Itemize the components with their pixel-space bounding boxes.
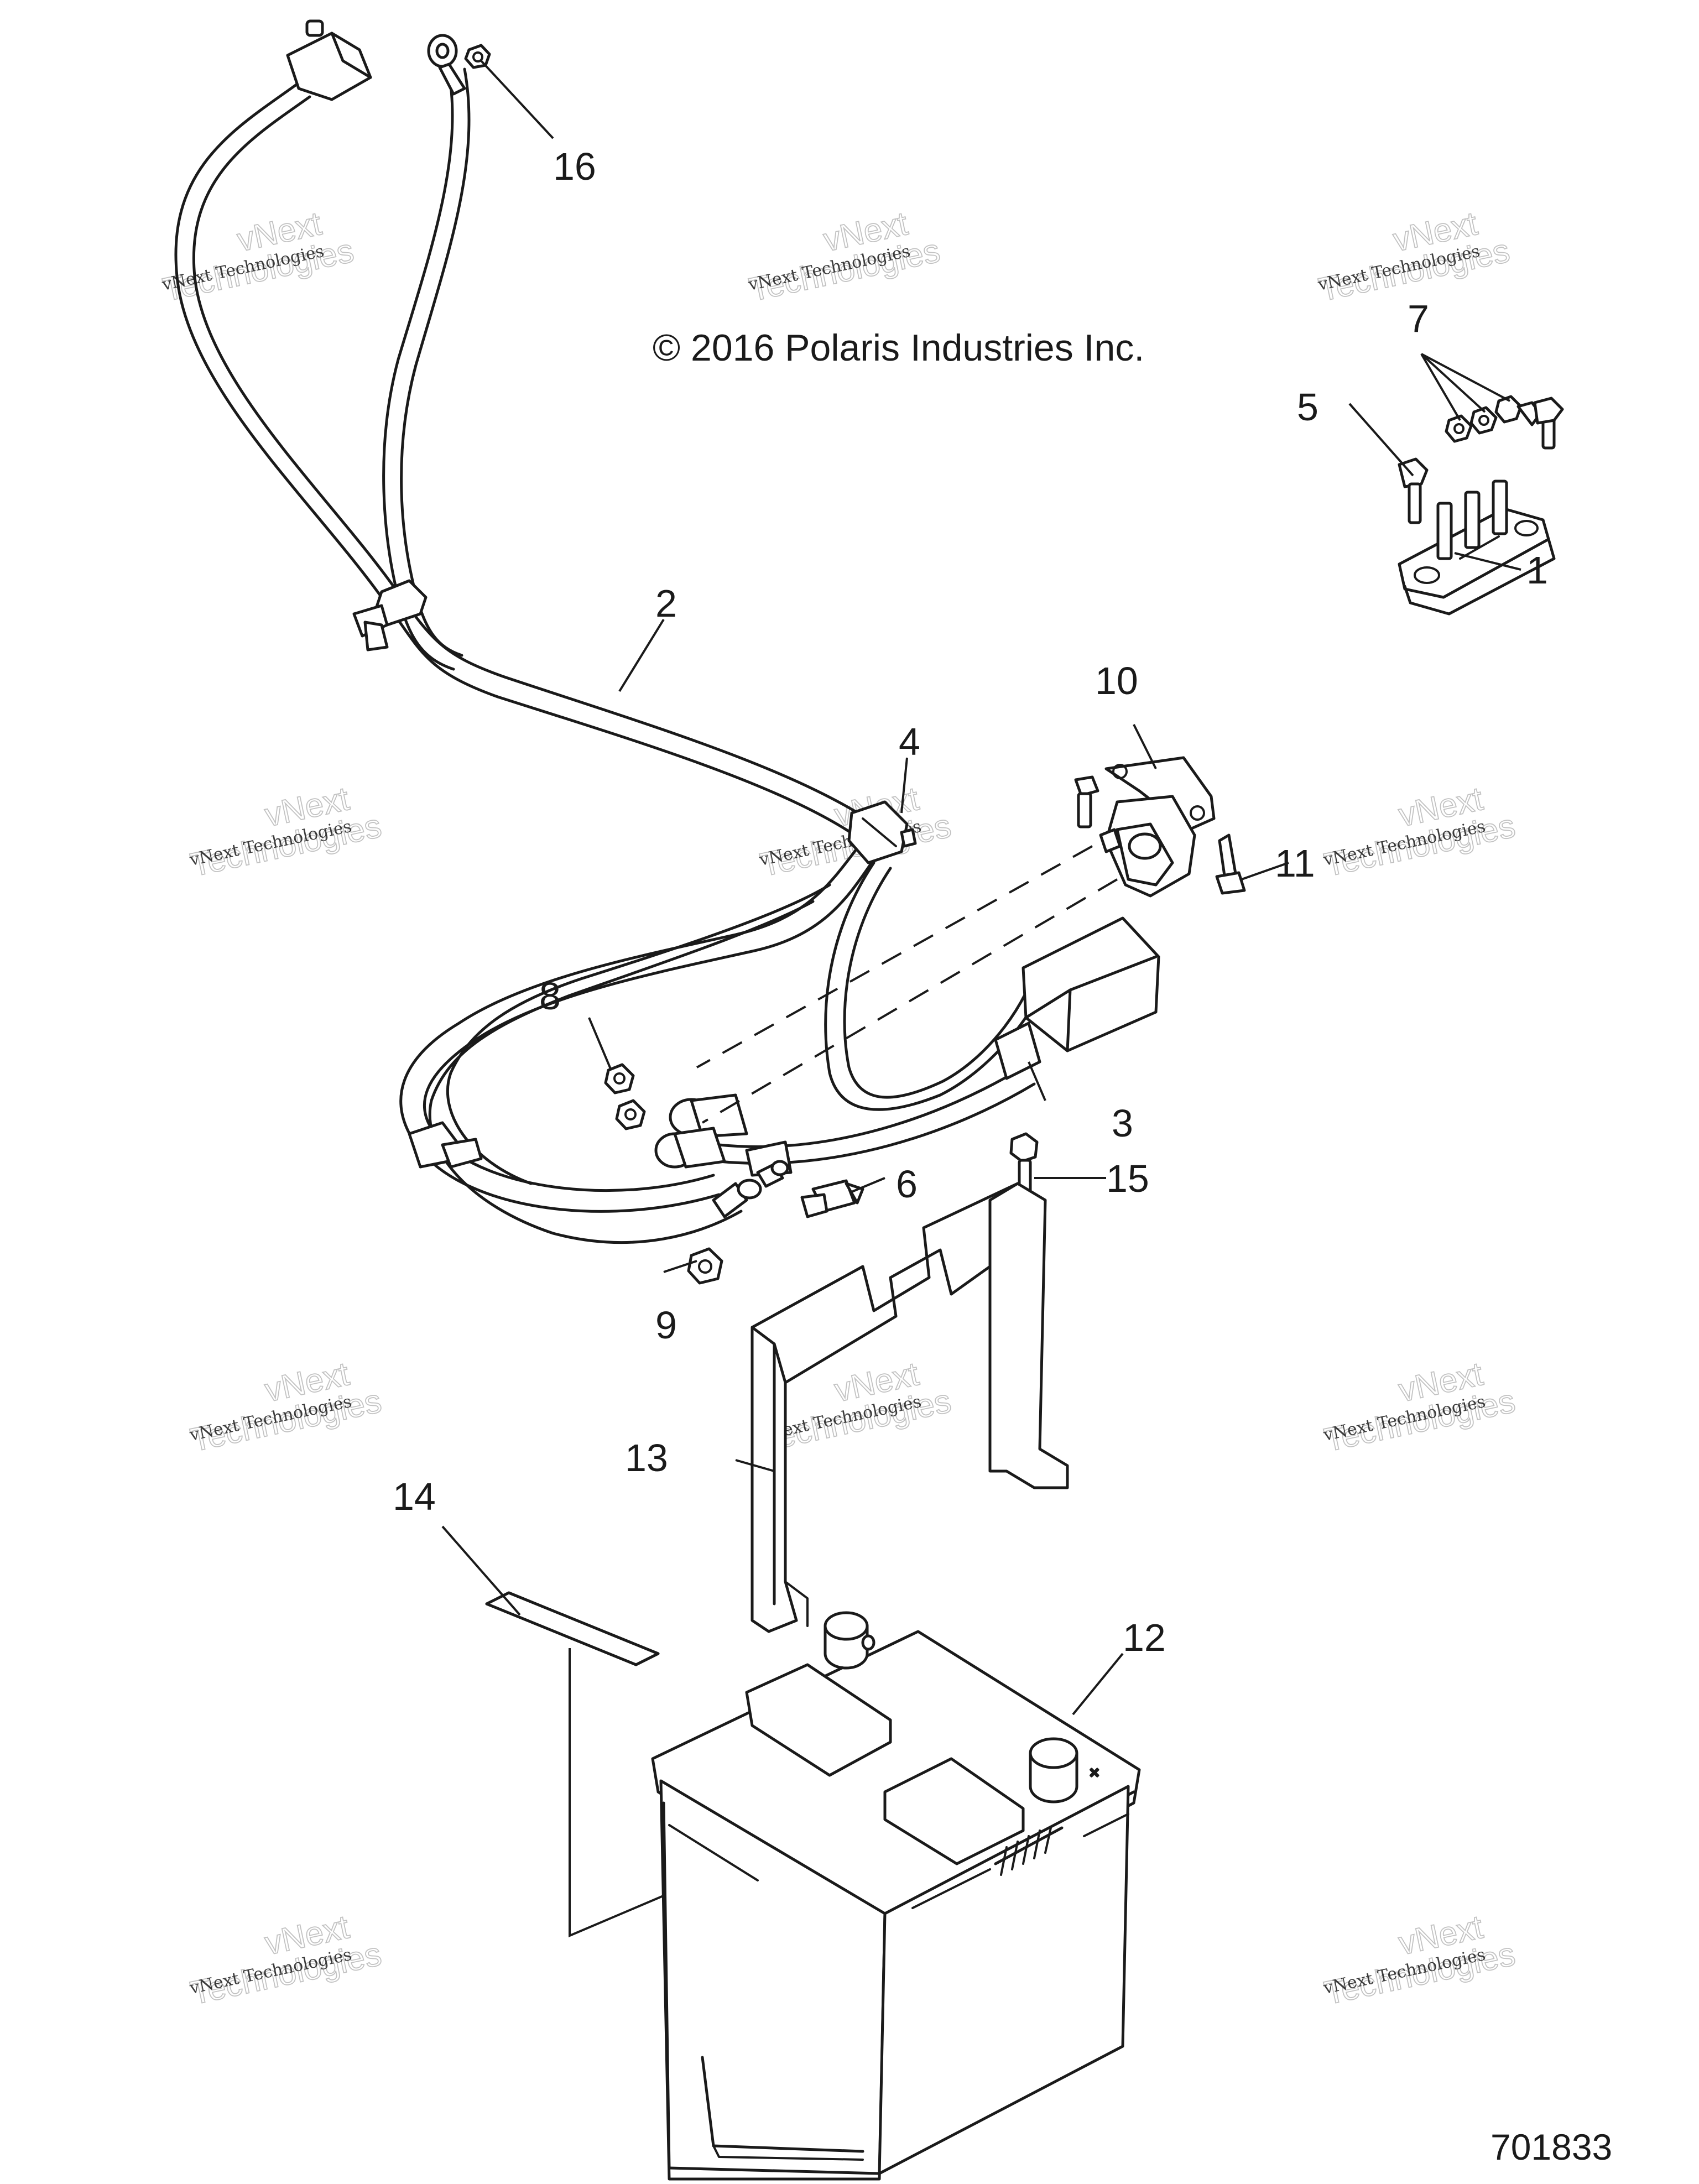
callout-1: 1 xyxy=(1526,549,1548,592)
watermark: Technologies vNext vNext Technologies xyxy=(1321,1354,1519,1459)
bolt-11 xyxy=(1215,833,1246,895)
watermark: Technologies vNext vNext Technologies xyxy=(187,1354,385,1459)
bolt-6 xyxy=(800,1179,864,1218)
fasteners-7 xyxy=(1445,395,1564,450)
side-vent xyxy=(994,1826,1064,1876)
callout-9: 9 xyxy=(655,1304,677,1347)
callout-15: 15 xyxy=(1106,1157,1149,1200)
terminal-block-1 xyxy=(1398,479,1556,616)
callout-11: 11 xyxy=(1275,842,1315,885)
harness-clamp-left xyxy=(352,579,428,651)
harness-connector xyxy=(286,19,372,101)
watermark: Technologies vNext vNext Technologies xyxy=(159,204,357,309)
nut-8 xyxy=(604,1063,646,1130)
callout-6: 6 xyxy=(896,1163,918,1206)
watermark: Technologies vNext vNext Technologies xyxy=(746,204,944,309)
callout-10: 10 xyxy=(1095,659,1138,702)
callout-4: 4 xyxy=(899,720,920,763)
relay-bracket-10 xyxy=(1099,756,1216,898)
watermark: Technologies vNext vNext Technologies xyxy=(187,779,385,884)
hold-down-bracket-13 xyxy=(751,1182,1069,1633)
watermark: Technologies vNext vNext Technologies xyxy=(1321,779,1519,884)
copyright-notice: © 2016 Polaris Industries Inc. xyxy=(653,327,1144,369)
callout-labels: 1 2 3 4 5 6 7 8 9 10 11 12 13 14 15 16 xyxy=(393,145,1548,1659)
watermark: Technologies vNext vNext Technologies xyxy=(187,1907,385,2012)
svg-text:×: × xyxy=(1090,1764,1099,1782)
harness-clamp-lower xyxy=(408,1121,483,1169)
nut-9 xyxy=(687,1247,723,1285)
callout-13: 13 xyxy=(625,1436,668,1479)
leader-lines xyxy=(441,60,1521,1716)
callout-16: 16 xyxy=(553,145,596,188)
watermark: Technologies vNext vNext Technologies xyxy=(1315,204,1513,309)
ring-terminal xyxy=(427,34,466,96)
figure-number: 701833 xyxy=(1490,2126,1612,2167)
battery-12: × xyxy=(651,1611,1141,2181)
callout-5: 5 xyxy=(1297,385,1318,429)
nut-16 xyxy=(464,44,491,69)
callout-7: 7 xyxy=(1408,297,1429,340)
small-terminals xyxy=(712,1160,789,1218)
warning-decal-14 xyxy=(485,1591,830,1938)
callout-3: 3 xyxy=(1112,1102,1133,1145)
callout-14: 14 xyxy=(393,1475,436,1518)
callout-2: 2 xyxy=(655,582,677,625)
relay-screw xyxy=(1074,775,1099,828)
alignment-lines xyxy=(696,845,1118,1124)
harness-clip-4 xyxy=(847,800,917,864)
callout-8: 8 xyxy=(539,974,561,1018)
screw-5 xyxy=(1398,457,1429,524)
watermark: Technologies vNext vNext Technologies xyxy=(1321,1907,1519,2012)
terminal-boots xyxy=(654,1093,793,1177)
callout-12: 12 xyxy=(1123,1616,1166,1659)
harness-connector-3 xyxy=(994,916,1160,1080)
